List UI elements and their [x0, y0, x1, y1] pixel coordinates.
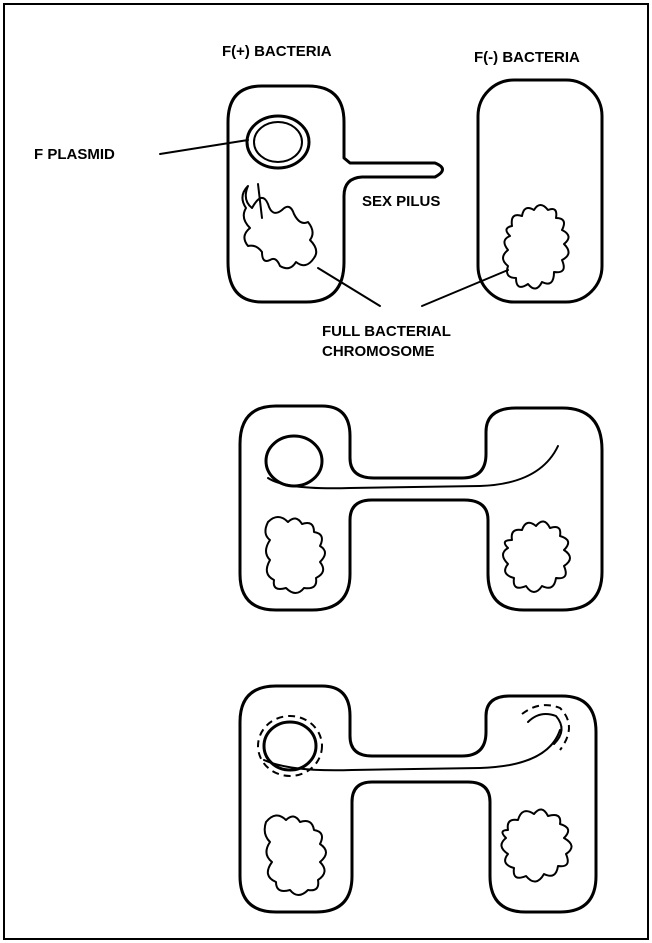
f-minus-cell	[478, 80, 602, 302]
label-f-minus-bacteria: F(-) BACTERIA	[474, 49, 580, 66]
stage-1: F(+) BACTERIA F(-) BACTERIA F PLASMID SE…	[34, 43, 602, 360]
stage-2	[240, 406, 602, 610]
conjugating-pair-stage-3	[240, 686, 596, 912]
chromosome-leader-line-right	[422, 270, 508, 306]
f-plus-chromosome-strand	[258, 184, 262, 218]
recipient-chromosome-stage-3-icon	[501, 809, 571, 881]
f-plasmid-outer	[247, 116, 309, 168]
label-f-plasmid: F PLASMID	[34, 146, 115, 163]
label-chromosome-line1: FULL BACTERIAL	[322, 323, 451, 340]
outer-border	[4, 4, 648, 939]
donor-chromosome-stage-2-icon	[265, 517, 325, 593]
chromosome-leader-line-left	[318, 268, 380, 306]
donor-chromosome-stage-3-icon	[265, 815, 326, 895]
f-plasmid-stage-2	[266, 436, 322, 486]
f-plus-chromosome-icon	[242, 186, 316, 268]
label-sex-pilus: SEX PILUS	[362, 193, 440, 210]
f-minus-chromosome-icon	[503, 205, 569, 289]
f-plasmid-inner	[254, 122, 302, 162]
label-f-plus-bacteria: F(+) BACTERIA	[222, 43, 332, 60]
stage-3	[240, 686, 596, 912]
f-plasmid-leader-line	[160, 140, 248, 154]
label-chromosome-line2: CHROMOSOME	[322, 343, 435, 360]
recipient-chromosome-stage-2-icon	[503, 521, 570, 592]
